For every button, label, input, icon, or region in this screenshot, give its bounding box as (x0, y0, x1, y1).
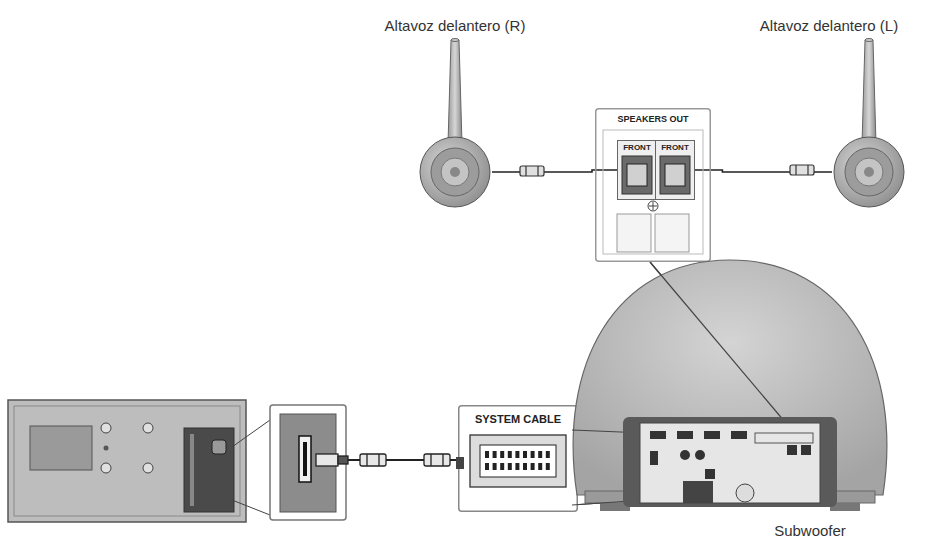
subwoofer: Subwoofer (555, 255, 905, 517)
sub-outline (555, 255, 905, 517)
speaker-outline (418, 40, 492, 215)
speaker-outline (832, 40, 906, 215)
speaker-terminal: FRONT (655, 140, 695, 200)
panel-label: FRONT (655, 140, 695, 152)
panel-label: SYSTEM CABLE (458, 405, 578, 425)
part-label: Altavoz delantero (R) (385, 17, 526, 34)
port-callout (232, 405, 346, 520)
panel-label: SPEAKERS OUT (595, 108, 711, 124)
speaker: Altavoz delantero (L) (832, 40, 906, 215)
speaker: Altavoz delantero (R) (418, 40, 492, 215)
part-label: Altavoz delantero (L) (760, 17, 898, 34)
panel-label: FRONT (617, 140, 657, 152)
speaker-wire (492, 170, 617, 172)
connector-panel: SYSTEM CABLE (458, 405, 578, 512)
part-label: Subwoofer (774, 522, 846, 539)
main-unit (8, 400, 246, 522)
speaker-terminal: FRONT (617, 140, 657, 200)
connector-panel: FRONTFRONT SPEAKERS OUT (595, 108, 711, 262)
system-cable (316, 454, 458, 466)
